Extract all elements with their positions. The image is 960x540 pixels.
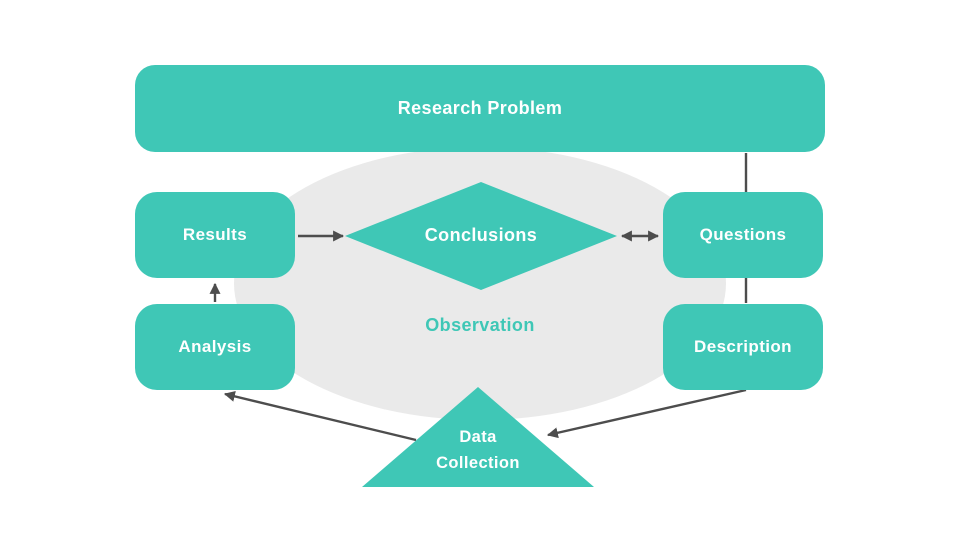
conclusions-diamond xyxy=(345,182,617,290)
description-label: Description xyxy=(694,337,792,356)
edge-data-collection-analysis xyxy=(223,390,417,442)
data-collection-triangle xyxy=(362,387,594,487)
edge-description-data-collection xyxy=(546,388,747,439)
results-label: Results xyxy=(182,225,248,244)
analysis-label: Analysis xyxy=(178,337,252,356)
node-questions: Questions xyxy=(663,192,823,278)
node-analysis: Analysis xyxy=(135,304,295,390)
research-problem-label: Research Problem xyxy=(397,98,563,118)
node-research-problem: Research Problem xyxy=(135,65,825,152)
node-results: Results xyxy=(135,192,295,278)
node-description: Description xyxy=(663,304,823,390)
questions-label: Questions xyxy=(699,225,787,244)
